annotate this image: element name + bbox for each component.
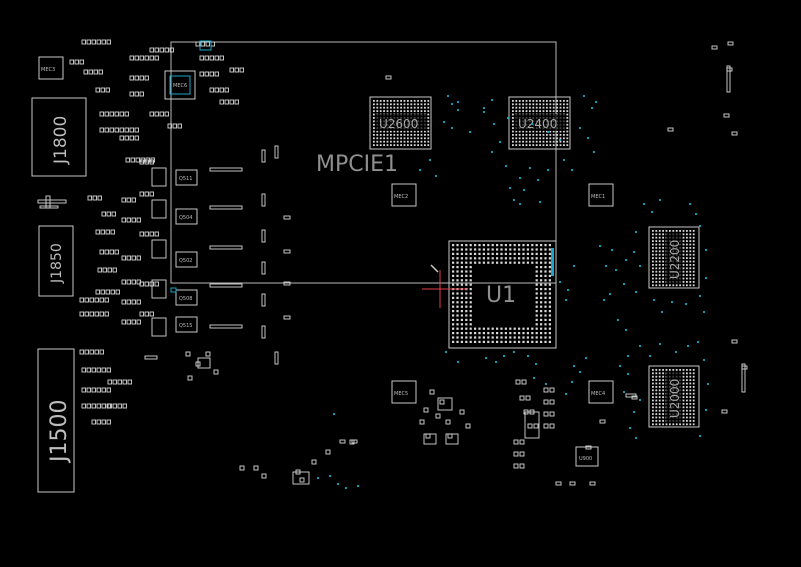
mec3-label: MEC1	[591, 194, 605, 200]
mpcie-label: MPCIE1	[316, 152, 398, 177]
chip-u2000[interactable]: U2000	[648, 365, 700, 428]
mec1-label: MEC3	[41, 67, 55, 73]
connector-j1500[interactable]: J1500	[37, 348, 75, 493]
q508-label: Q508	[179, 296, 192, 302]
transistor-q504[interactable]: Q504	[175, 208, 198, 225]
transistor-q511[interactable]: Q511	[175, 169, 198, 186]
j1500-label: J1500	[47, 400, 72, 464]
transistor-q508[interactable]: Q508	[175, 289, 198, 306]
mec-pad-4[interactable]: MEC5	[391, 380, 417, 404]
q504-label: Q504	[179, 215, 192, 221]
q502-label: Q502	[179, 258, 192, 264]
chip-u1[interactable]: U1	[448, 240, 557, 349]
chip-u900[interactable]: U900	[575, 446, 599, 467]
passive-components	[37, 39, 748, 486]
connector-j1850[interactable]: J1850	[38, 225, 74, 297]
mec5-label: MEC4	[591, 391, 605, 397]
via-dots	[170, 40, 710, 490]
chip-u2200[interactable]: U2200	[648, 226, 700, 289]
mec-pad-5[interactable]: MEC4	[588, 380, 614, 404]
mec2-label: MEC2	[394, 194, 408, 200]
mec-pad-6[interactable]: MEC6	[164, 70, 196, 100]
mec-pad-1[interactable]: MEC3	[38, 56, 64, 80]
u1-label: U1	[486, 283, 516, 308]
chip-u2600[interactable]: U2600	[369, 96, 432, 150]
connector-j1800[interactable]: J1800	[31, 97, 87, 177]
chip-u2400[interactable]: U2400	[508, 96, 571, 150]
u2600-label: U2600	[379, 117, 418, 131]
j1850-label: J1850	[49, 243, 65, 284]
mec4-label: MEC5	[394, 391, 408, 397]
transistor-q515[interactable]: Q515	[175, 316, 198, 333]
u1-pad-grid	[452, 244, 551, 343]
j1800-label: J1800	[51, 116, 71, 165]
q515-label: Q515	[179, 323, 192, 329]
u2200-label: U2200	[668, 240, 682, 279]
mec-pad-3[interactable]: MEC1	[588, 183, 614, 207]
mec-pad-2[interactable]: MEC2	[391, 183, 417, 207]
selection-crosshair	[422, 264, 468, 308]
mec6-label: MEC6	[173, 83, 187, 89]
u2400-label: U2400	[518, 117, 557, 131]
u2000-pad-grid	[652, 369, 695, 426]
u2000-label: U2000	[668, 379, 682, 418]
mpcie-slot-outline[interactable]	[170, 41, 557, 284]
q511-label: Q511	[179, 176, 192, 182]
u900-label: U900	[579, 456, 592, 462]
transistor-q502[interactable]: Q502	[175, 251, 198, 268]
